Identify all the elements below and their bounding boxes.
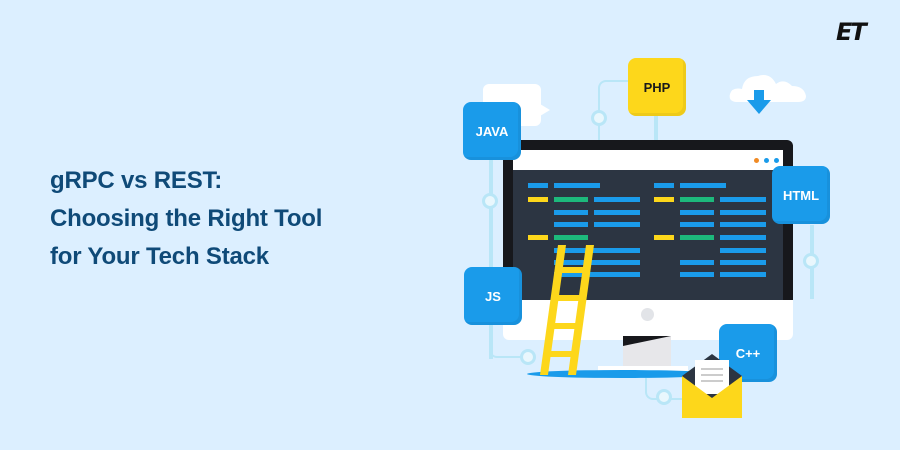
connector-node	[482, 193, 498, 209]
connector-line	[489, 160, 493, 359]
download-arrow-icon	[747, 100, 771, 114]
js-label: JS	[485, 288, 501, 304]
connector-node	[520, 349, 536, 365]
connector-node	[591, 110, 607, 126]
window-dot	[774, 158, 779, 163]
browser-bar	[513, 150, 783, 170]
connector-node	[656, 389, 672, 405]
php-badge: PHP	[628, 58, 686, 116]
brand-logo: ET	[836, 18, 867, 46]
window-dot	[764, 158, 769, 163]
connector-node	[803, 253, 819, 269]
monitor-icon	[503, 140, 793, 312]
html-badge: HTML	[772, 166, 830, 224]
power-button-icon	[641, 308, 654, 321]
window-dot	[754, 158, 759, 163]
headline-line-1: gRPC vs REST:	[50, 167, 223, 194]
headline-line-3: for Your Tech Stack	[50, 243, 269, 270]
java-label: JAVA	[475, 123, 509, 139]
headline-line-2: Choosing the Right Tool	[50, 205, 323, 232]
ladder-icon	[540, 245, 600, 380]
floor-shadow	[527, 370, 717, 378]
chat-bubble-tail	[540, 104, 550, 116]
java-badge: JAVA	[463, 102, 521, 160]
cloud-download-icon	[728, 68, 808, 108]
cpp-label: C++	[735, 345, 761, 361]
code-screen	[513, 170, 783, 300]
headline: gRPC vs REST: Choosing the Right Tool fo…	[50, 162, 322, 276]
connector-line	[489, 330, 531, 358]
envelope-icon	[682, 354, 742, 418]
html-label: HTML	[782, 187, 820, 203]
monitor-stand-shadow	[623, 336, 671, 346]
monitor-base	[598, 366, 688, 371]
php-label: PHP	[643, 79, 671, 95]
js-badge: JS	[464, 267, 522, 325]
